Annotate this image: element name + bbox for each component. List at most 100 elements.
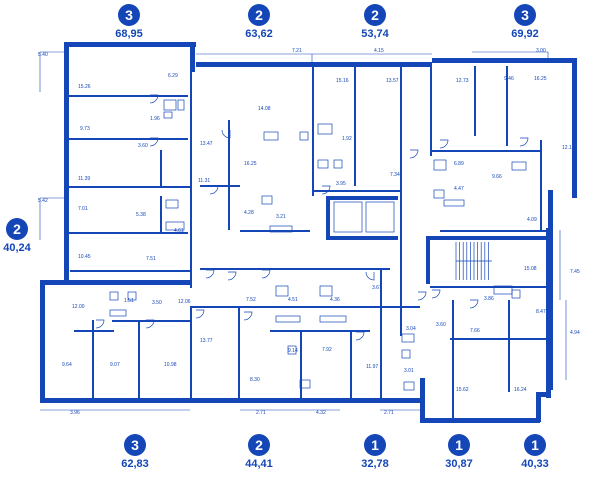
room-label: 9.66 <box>492 174 502 180</box>
apartment-badge-left-1[interactable]: 2 40,24 <box>0 218 38 258</box>
room-label: 11.31 <box>198 178 211 184</box>
apartment-badge-bottom-1[interactable]: 3 62,83 <box>116 434 156 474</box>
room-label: 15.26 <box>78 84 91 90</box>
room-label: 13.47 <box>200 141 213 147</box>
room-label: 6.89 <box>454 161 464 167</box>
room-label: 3.95 <box>336 181 346 187</box>
room-label: 2.71 <box>256 410 266 416</box>
wall-segment <box>420 378 425 422</box>
sanitary-fixture <box>109 309 127 317</box>
wall-segment <box>190 42 195 72</box>
interior-wall <box>312 66 314 196</box>
room-label: 4.51 <box>288 297 298 303</box>
dimension-lines <box>39 51 567 411</box>
sanitary-fixture <box>177 99 185 111</box>
door-swing <box>149 137 159 147</box>
interior-wall <box>92 320 94 398</box>
apartment-area: 69,92 <box>511 28 539 40</box>
sanitary-fixture <box>403 381 415 391</box>
apartment-badge-top-1[interactable]: 3 68,95 <box>110 4 150 44</box>
wall-segment <box>540 392 550 397</box>
wall-segment <box>196 62 312 67</box>
door-swing <box>227 271 237 281</box>
door-swing <box>205 269 215 279</box>
door-swing <box>209 185 219 195</box>
wall-segment <box>40 398 190 403</box>
interior-wall <box>112 320 192 322</box>
apartment-badge-bottom-5[interactable]: 1 40,33 <box>516 434 556 474</box>
apartment-area: 63,62 <box>245 28 273 40</box>
rooms-count: 1 <box>448 434 470 456</box>
apartment-badge-top-4[interactable]: 3 69,92 <box>506 4 546 44</box>
interior-wall <box>160 150 162 186</box>
room-label: 3.50 <box>152 300 162 306</box>
sanitary-fixture <box>433 189 445 199</box>
room-label: 7.51 <box>146 256 156 262</box>
interior-wall <box>430 150 540 152</box>
interior-wall <box>506 66 508 146</box>
apartment-badge-bottom-4[interactable]: 1 30,87 <box>440 434 480 474</box>
room-label: 7.52 <box>246 297 256 303</box>
wall-segment <box>420 418 540 423</box>
sanitary-fixture <box>511 161 527 171</box>
room-label: 3.60 <box>138 143 148 149</box>
apartment-badge-top-3[interactable]: 2 53,74 <box>356 4 396 44</box>
sanitary-fixture <box>275 285 289 297</box>
room-label: 13.77 <box>200 338 213 344</box>
room-label: 9.64 <box>62 362 72 368</box>
apartment-badge-top-2[interactable]: 2 63,62 <box>240 4 280 44</box>
apartment-area: 32,78 <box>361 458 389 470</box>
room-label: 7.66 <box>470 328 480 334</box>
interior-wall <box>450 338 550 340</box>
room-label: 16.24 <box>514 387 527 393</box>
core-wall <box>326 196 398 200</box>
wall-segment <box>66 42 196 47</box>
room-label: 9.14 <box>288 348 298 354</box>
wall-segment <box>546 228 551 398</box>
interior-wall <box>430 66 432 156</box>
room-label: 3.00 <box>536 48 546 54</box>
rooms-count: 3 <box>514 4 536 26</box>
wall-segment <box>40 280 192 285</box>
interior-wall <box>300 330 302 398</box>
sanitary-fixture <box>401 333 415 343</box>
room-label: 15.16 <box>336 78 349 84</box>
room-label: 7.45 <box>570 269 580 275</box>
room-label: 4.32 <box>316 410 326 416</box>
walls <box>40 42 577 423</box>
room-label: 9.73 <box>80 126 90 132</box>
wall-segment <box>536 392 541 422</box>
room-label: 4.47 <box>454 186 464 192</box>
room-label: 12.19 <box>562 145 575 151</box>
wall-segment <box>572 58 577 198</box>
interior-wall <box>380 270 382 398</box>
interior-wall <box>68 95 188 97</box>
interior-wall <box>238 306 240 398</box>
interior-wall <box>138 320 140 398</box>
sanitary-fixture <box>127 291 137 301</box>
elevator-shaft <box>365 201 395 233</box>
apartment-badge-bottom-2[interactable]: 2 44,41 <box>240 434 280 474</box>
room-label: 9.46 <box>504 76 514 82</box>
interior-wall <box>228 120 230 230</box>
door-swing <box>261 269 271 279</box>
sanitary-fixture <box>319 315 347 323</box>
room-label: 2.71 <box>384 410 394 416</box>
rooms-count: 3 <box>124 434 146 456</box>
room-label: 3.96 <box>70 410 80 416</box>
room-label: 14.08 <box>258 106 271 112</box>
rooms-count: 1 <box>524 434 546 456</box>
room-label: 4.28 <box>244 210 254 216</box>
room-label: 6.29 <box>168 73 178 79</box>
door-swing <box>355 331 365 341</box>
door-swing <box>145 319 155 329</box>
room-label: 1.92 <box>342 136 352 142</box>
door-swing <box>417 291 427 301</box>
door-swing <box>195 309 205 319</box>
interior-wall <box>160 196 162 232</box>
door-swing <box>469 299 479 309</box>
apartment-badge-bottom-3[interactable]: 1 32,78 <box>356 434 396 474</box>
interior-wall <box>316 330 370 332</box>
rooms-count: 1 <box>364 434 386 456</box>
room-label: 8.47 <box>536 309 546 315</box>
